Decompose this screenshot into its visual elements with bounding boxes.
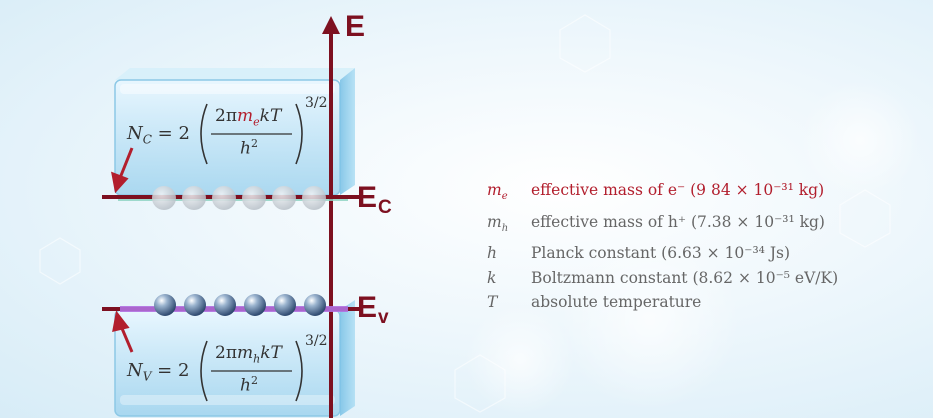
bokeh-circle: [800, 80, 920, 200]
conduction-label-sub: C: [378, 197, 392, 218]
valence-label-main: E: [357, 291, 378, 324]
nv-formula: NV = 2: [127, 360, 189, 384]
nv-denominator: h2: [240, 374, 258, 396]
nv-equals: = 2: [157, 360, 190, 381]
conduction-label-main: E: [357, 181, 378, 214]
legend-text: effective mass of h⁺ (7.38 × 10⁻³¹ kg): [531, 212, 825, 231]
nv-num-2pi: 2π: [215, 343, 237, 363]
empty-state: [302, 186, 326, 210]
legend-text: effective mass of e⁻ (9 84 × 10⁻³¹ kg): [531, 181, 825, 199]
electron: [184, 294, 206, 316]
legend-text: Boltzmann constant (8.62 × 10⁻⁵ eV/K): [531, 268, 839, 287]
legend-symbol: k: [487, 268, 497, 287]
conduction-ice-block: [114, 68, 355, 196]
axis-arrowhead: [322, 16, 340, 34]
legend-row-mh: mh effective mass of h⁺ (7.38 × 10⁻³¹ kg…: [487, 210, 867, 242]
nv-right-paren: [295, 340, 303, 402]
valence-ice-block: [114, 300, 355, 417]
empty-state: [242, 186, 266, 210]
nv-left-paren: [200, 340, 208, 402]
empty-state: [182, 186, 206, 210]
legend-row-me: me effective mass of e⁻ (9 84 × 10⁻³¹ kg…: [487, 178, 867, 210]
nc-formula: NC = 2: [127, 123, 190, 147]
legend-row-k: k Boltzmann constant (8.62 × 10⁻⁵ eV/K): [487, 266, 867, 291]
nc-num-m-sub: e: [253, 115, 260, 129]
nc-den-exp: 2: [250, 137, 258, 150]
nc-left-paren: [200, 103, 208, 165]
nc-equals: = 2: [157, 123, 190, 144]
legend-row-t: T absolute temperature: [487, 290, 867, 315]
nv-numerator: 2πmhkT: [215, 343, 282, 365]
electron: [214, 294, 236, 316]
electron: [304, 294, 326, 316]
electron: [154, 294, 176, 316]
empty-state: [212, 186, 236, 210]
valence-band: [102, 294, 360, 316]
bokeh-circle: [560, 230, 740, 410]
legend-symbol: mh: [487, 212, 509, 234]
nv-lhs: N: [127, 360, 143, 381]
legend-text: absolute temperature: [531, 293, 702, 312]
nc-lhs-sub: C: [142, 132, 152, 147]
nc-num-kt: kT: [259, 106, 282, 126]
bokeh-circle: [465, 305, 575, 415]
legend-symbol: h: [487, 244, 497, 263]
nv-exponent: 3/2: [305, 333, 328, 349]
nc-exponent: 3/2: [305, 95, 328, 111]
nc-den-h: h: [240, 138, 251, 159]
nc-numerator: 2πmekT: [215, 106, 281, 128]
nc-denominator: h2: [240, 137, 258, 159]
energy-axis-label: E: [345, 10, 366, 43]
conduction-band: [102, 186, 360, 210]
nv-lhs-sub: V: [142, 369, 152, 384]
conduction-band-label: EC: [357, 181, 392, 218]
pointer-arrows: [111, 147, 134, 353]
symbol-legend: me effective mass of e⁻ (9 84 × 10⁻³¹ kg…: [487, 178, 867, 315]
legend-text: Planck constant (6.63 × 10⁻³⁴ Js): [531, 244, 791, 263]
legend-row-h: h Planck constant (6.63 × 10⁻³⁴ Js): [487, 241, 867, 266]
valence-band-label: Ev: [357, 291, 389, 328]
nv-den-h: h: [240, 375, 251, 396]
hexagon-pattern: [39, 14, 891, 413]
valence-label-sub: v: [378, 307, 389, 328]
legend-symbol: T: [487, 293, 498, 312]
nc-num-2pi: 2π: [215, 106, 237, 126]
arrow-to-valence-band: [112, 310, 130, 332]
empty-state: [272, 186, 296, 210]
nc-num-m: m: [237, 106, 254, 126]
electron: [274, 294, 296, 316]
legend-symbol: me: [487, 181, 508, 203]
empty-state: [152, 186, 176, 210]
energy-axis: [322, 16, 340, 418]
nc-right-paren: [295, 103, 303, 165]
nv-den-exp: 2: [250, 374, 258, 387]
nv-num-m-sub: h: [253, 352, 261, 366]
electron: [244, 294, 266, 316]
arrow-to-conduction-band: [111, 171, 129, 194]
nc-lhs: N: [127, 123, 143, 144]
nv-num-m: m: [237, 343, 254, 363]
nv-num-kt: kT: [260, 343, 282, 363]
